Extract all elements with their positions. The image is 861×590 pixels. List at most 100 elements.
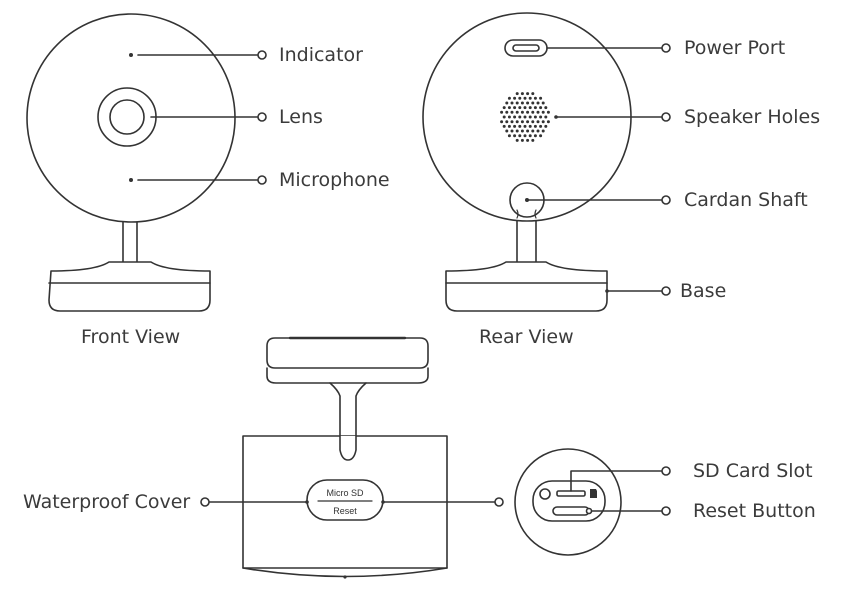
speaker-hole [500, 110, 504, 114]
speaker-hole [539, 115, 543, 119]
speaker-hole [502, 124, 506, 128]
microphone-callout-marker [257, 175, 267, 185]
speaker-hole [531, 110, 535, 114]
cardan-shaft-neck [516, 209, 537, 219]
label-reset-button: Reset Button [693, 500, 816, 522]
speaker-hole [539, 124, 543, 128]
speaker-hole [505, 110, 509, 114]
speaker-hole [536, 120, 540, 124]
label-lens: Lens [279, 106, 323, 128]
label-indicator: Indicator [279, 44, 363, 66]
speaker-hole [528, 96, 532, 100]
speaker-hole [526, 138, 530, 142]
speaker-hole [520, 138, 524, 142]
power-port-callout-marker [661, 43, 671, 53]
speaker-hole [500, 120, 504, 124]
microphone-dot [129, 178, 133, 182]
reset-button-callout-marker [661, 506, 671, 516]
sd-card-icon [590, 489, 597, 498]
speaker-hole [523, 134, 527, 138]
speaker-hole [523, 106, 527, 110]
speaker-hole [515, 101, 519, 105]
speaker-hole [531, 120, 535, 124]
caption-rear-view: Rear View [479, 326, 574, 348]
label-waterproof-cover: Waterproof Cover [23, 491, 191, 513]
power-port-inner [512, 44, 540, 52]
speaker-hole [518, 124, 522, 128]
base-point [605, 289, 609, 293]
sd-card-slot-leader [570, 470, 663, 492]
sd-slot-detail [514, 448, 671, 556]
speaker-hole [533, 124, 537, 128]
speaker-hole [513, 134, 517, 138]
bottom-view-camera [200, 336, 504, 579]
speaker-hole [526, 129, 530, 133]
speaker-hole [536, 110, 540, 114]
label-base: Base [680, 280, 727, 302]
speaker-hole [539, 106, 543, 110]
speaker-hole [507, 134, 511, 138]
speaker-hole [528, 115, 532, 119]
speaker-hole [526, 92, 530, 96]
speaker-hole [520, 92, 524, 96]
speaker-hole [536, 129, 540, 133]
speaker-hole [533, 115, 537, 119]
speaker-hole [507, 115, 511, 119]
label-speaker-holes: Speaker Holes [684, 106, 821, 128]
speaker-hole [520, 101, 524, 105]
speaker-hole [528, 134, 532, 138]
base-callout-marker [661, 286, 671, 296]
speaker-hole [515, 120, 519, 124]
speaker-hole [507, 96, 511, 100]
speaker-hole [510, 110, 514, 114]
speaker-hole [505, 101, 509, 105]
cover-text-reset: Reset [333, 506, 357, 516]
speaker-hole [544, 106, 548, 110]
speaker-hole [541, 110, 545, 114]
speaker-hole [513, 96, 517, 100]
speaker-hole [526, 120, 530, 124]
rear-base [445, 261, 608, 312]
lens-callout-marker [257, 112, 267, 122]
speaker-hole [546, 120, 550, 124]
speaker-hole [533, 106, 537, 110]
speaker-hole [513, 106, 517, 110]
waterproof-cover-right-marker [494, 497, 504, 507]
speaker-hole [539, 96, 543, 100]
speaker-hole [513, 115, 517, 119]
speaker-hole [533, 96, 537, 100]
speaker-hole [505, 120, 509, 124]
speaker-hole [515, 110, 519, 114]
speaker-hole [513, 124, 517, 128]
detail-left-hole [539, 488, 551, 500]
label-sd-card-slot: SD Card Slot [693, 460, 813, 482]
cover-text-micro-sd: Micro SD [326, 488, 364, 498]
speaker-hole [533, 134, 537, 138]
speaker-hole [515, 138, 519, 142]
speaker-holes-callout-marker [661, 112, 671, 122]
caption-front-view: Front View [81, 326, 181, 348]
speaker-hole [518, 96, 522, 100]
speaker-hole [510, 129, 514, 133]
cardan-shaft-point [525, 198, 529, 202]
speaker-hole [526, 101, 530, 105]
indicator-dot [129, 53, 133, 57]
lens-inner-ring [109, 99, 145, 135]
speaker-hole [520, 120, 524, 124]
reset-button-hole [585, 507, 593, 515]
bottom-view-screw [343, 575, 347, 579]
speaker-hole [544, 115, 548, 119]
speaker-hole [507, 124, 511, 128]
power-port-outer [504, 39, 548, 57]
front-base [48, 261, 211, 312]
speaker-hole [526, 110, 530, 114]
bottom-view-base-top [266, 337, 429, 369]
speaker-hole [507, 106, 511, 110]
speaker-hole [541, 120, 545, 124]
speaker-hole [544, 124, 548, 128]
speaker-hole [539, 134, 543, 138]
speaker-hole [518, 134, 522, 138]
speaker-hole [546, 110, 550, 114]
label-power-port: Power Port [684, 37, 786, 59]
speaker-hole [510, 120, 514, 124]
